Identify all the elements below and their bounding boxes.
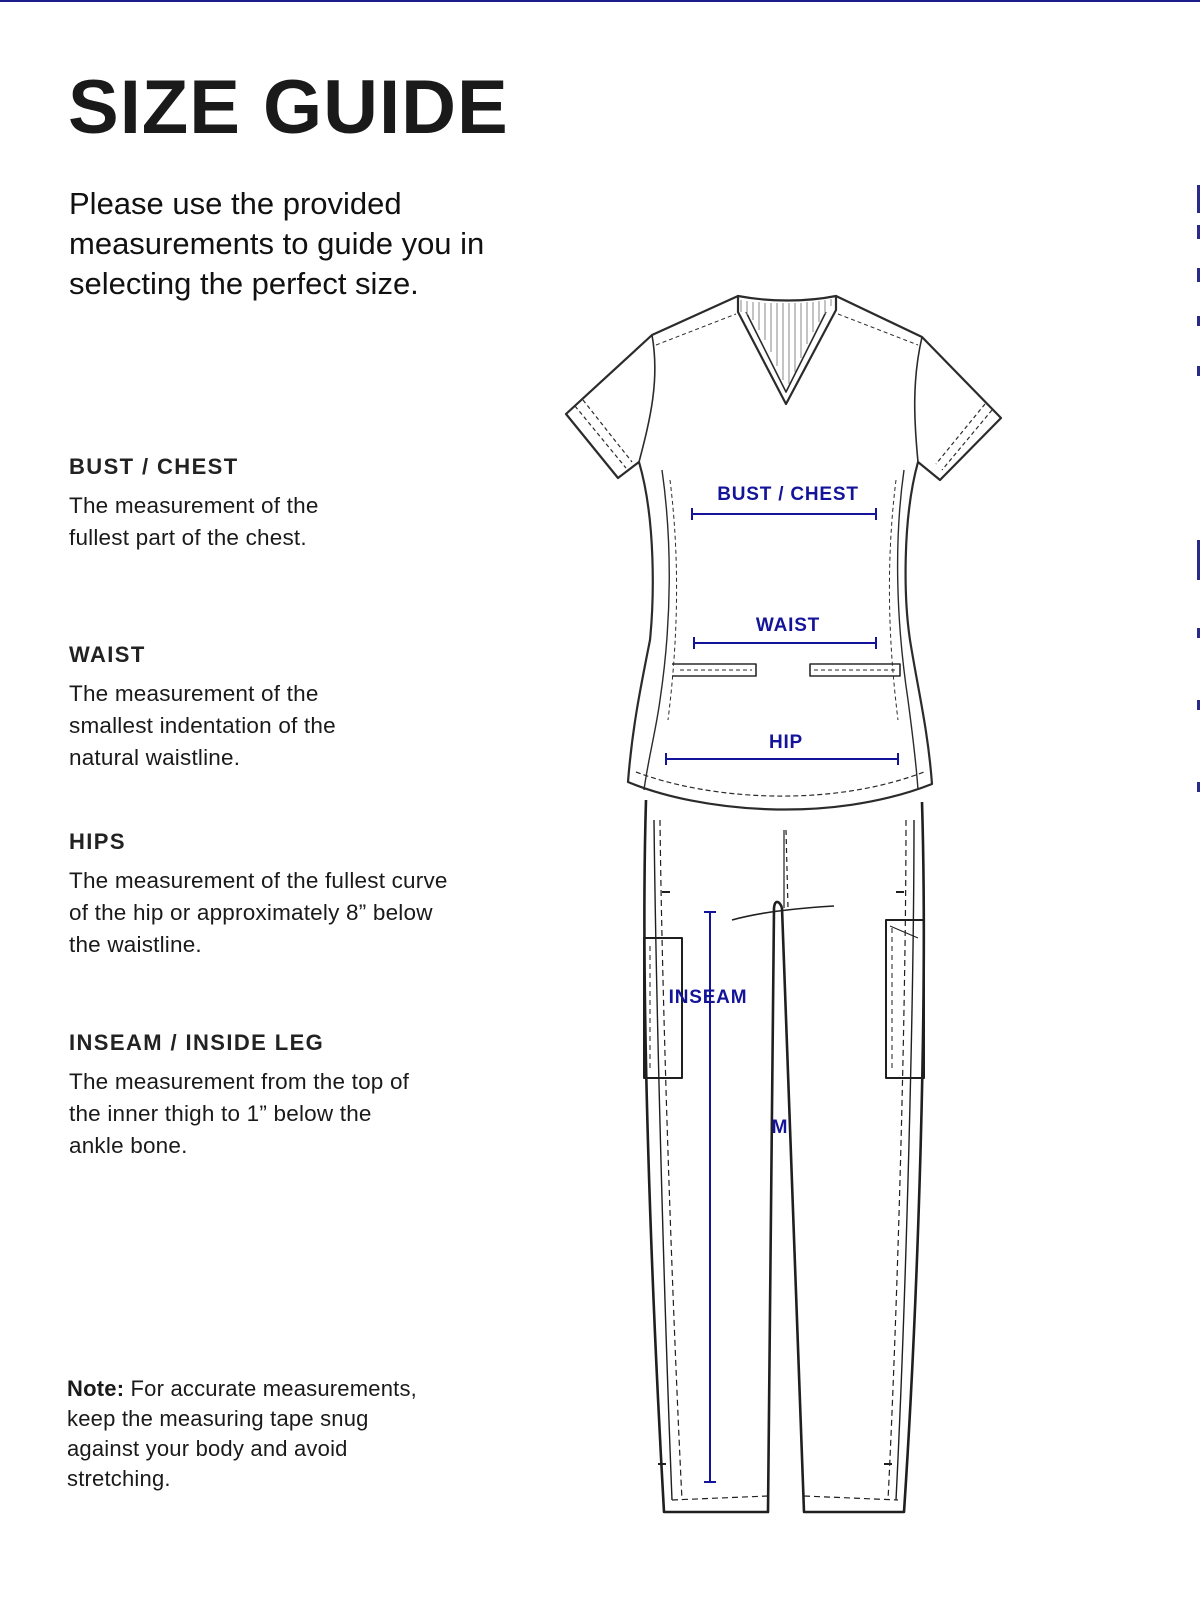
- note-text: For accurate measurements, keep the meas…: [67, 1376, 417, 1491]
- section-text: The measurement of the fullest part of t…: [69, 493, 319, 550]
- section-heading: INSEAM / INSIDE LEG: [69, 1030, 325, 1055]
- top-rule: [0, 0, 1200, 2]
- section-hips: HIPS The measurement of the fullest curv…: [69, 829, 449, 961]
- size-tag-label: M: [772, 1117, 789, 1138]
- scrub-pants-illustration: [643, 799, 926, 1514]
- inseam-measure-label: INSEAM: [669, 987, 748, 1008]
- intro-text: Please use the provided measurements to …: [69, 186, 485, 301]
- note-label: Note:: [67, 1376, 125, 1401]
- right-edge-marks: [1196, 0, 1200, 1600]
- measure-lines: [665, 508, 899, 1483]
- section-text: The measurement from the top of the inne…: [69, 1069, 410, 1158]
- section-bust-chest: BUST / CHEST The measurement of the full…: [69, 454, 369, 554]
- measurement-note: Note: For accurate measurements, keep th…: [67, 1374, 427, 1494]
- inseam-measure-line: [704, 911, 716, 1483]
- section-heading: HIPS: [69, 829, 126, 854]
- waist-measure-label: WAIST: [756, 615, 820, 636]
- scrub-top-illustration: [564, 294, 1003, 811]
- section-waist: WAIST The measurement of the smallest in…: [69, 642, 379, 774]
- bust-measure-label: BUST / CHEST: [717, 484, 859, 505]
- section-heading: WAIST: [69, 642, 146, 667]
- section-text: The measurement of the fullest curve of …: [69, 868, 448, 957]
- hip-measure-line: [665, 753, 899, 765]
- hip-measure-label: HIP: [769, 732, 803, 753]
- section-heading: BUST / CHEST: [69, 454, 239, 479]
- section-inseam: INSEAM / INSIDE LEG The measurement from…: [69, 1030, 429, 1162]
- bust-measure-line: [691, 508, 877, 520]
- section-text: The measurement of the smallest indentat…: [69, 681, 336, 770]
- page-title: SIZE GUIDE: [68, 65, 509, 150]
- waist-measure-line: [693, 637, 877, 649]
